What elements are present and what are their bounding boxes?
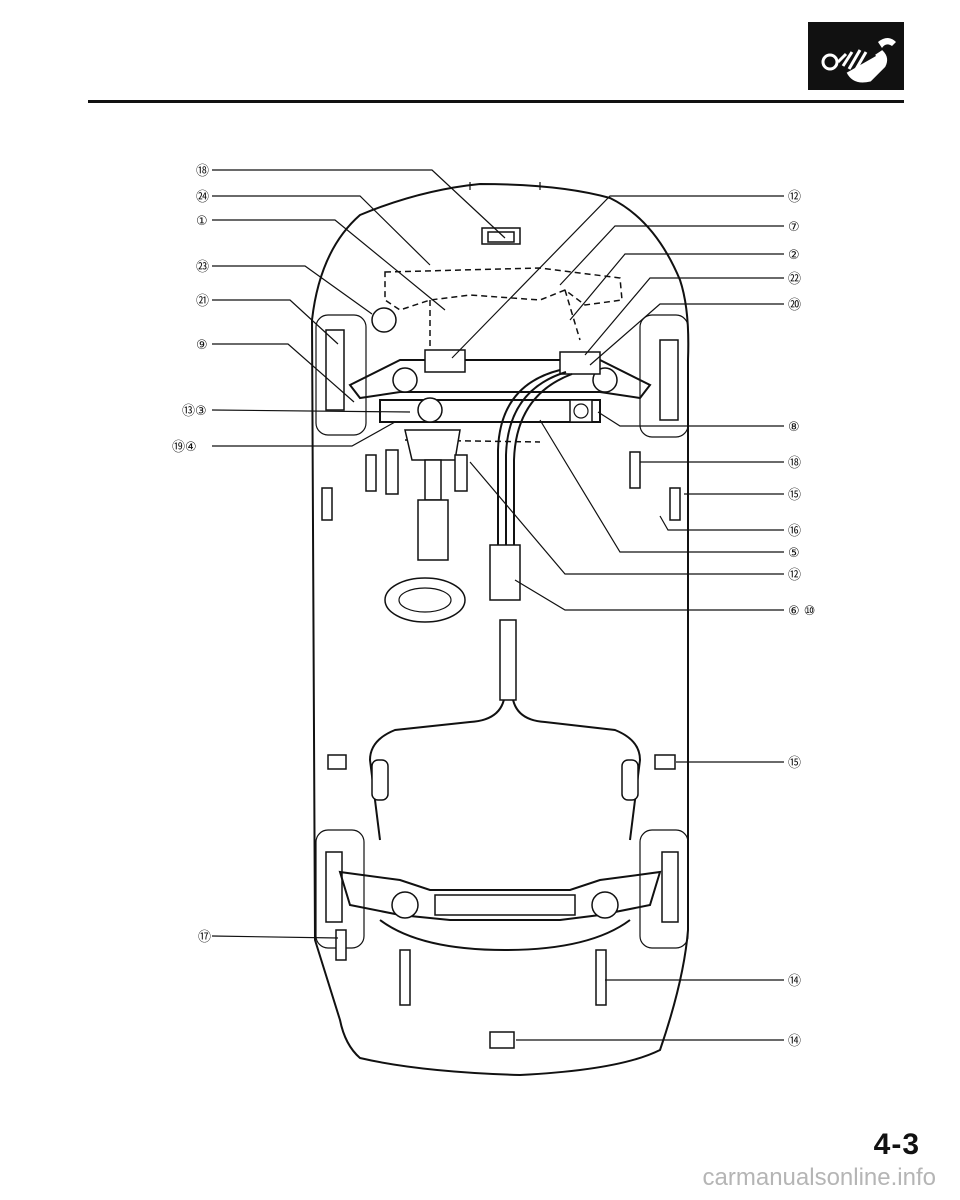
callout-label: ⑫ [788,568,801,583]
callout-label: ② [788,248,800,263]
callout-label: ⑭ [788,974,801,989]
header-rule [88,100,904,103]
rear-left-shock [399,949,411,1006]
transmission-housing [404,429,461,461]
rear-right-wheel-well [639,829,689,949]
callout-label: ⑱ [788,456,801,471]
shift-boot [384,577,466,623]
callout-label: ⑲④ [172,440,197,455]
callout-label: ⑱ [196,164,209,179]
left-fender-grommet [371,307,397,333]
front-left-wheel-well [315,314,367,436]
page-number: 4-3 [873,1128,920,1161]
callout-label: ⑧ [788,420,800,435]
callout-label: ㉑ [196,294,209,309]
callout-label: ⑮ [788,756,801,771]
callout-label: ⑭ [788,1034,801,1049]
hand-wrench-logo-icon [808,22,904,90]
rear-center-clip [489,1031,515,1049]
left-rear-pad [371,759,389,801]
right-rear-pad [621,759,639,801]
engine-bay-outline [384,267,623,311]
callout-label: ⑯ [788,524,801,539]
callout-label: ⑥ ⑩ [788,604,815,619]
callout-label: ⑤ [788,546,800,561]
front-right-wheel-well [639,314,689,438]
callout-label: ⑰ [198,930,211,945]
front-bumper-line [469,182,541,190]
callout-label: ㉒ [788,272,801,287]
callout-label: ⑮ [788,488,801,503]
callout-label: ① [196,214,208,229]
callout-label: ⑨ [196,338,208,353]
brake-line-bundle [497,369,573,545]
callout-label: ㉔ [196,190,209,205]
callout-label: ㉓ [196,260,209,275]
rear-right-shock [595,949,607,1006]
front-crossmember [348,359,652,400]
callout-label: ⑫ [788,190,801,205]
callout-label: ⑦ [788,220,800,235]
callout-label: ⑳ [788,298,801,313]
footer-watermark: carmanualsonline.info [702,1164,936,1191]
callout-label: ⑬③ [182,404,207,419]
car-body-outline [310,182,690,1077]
